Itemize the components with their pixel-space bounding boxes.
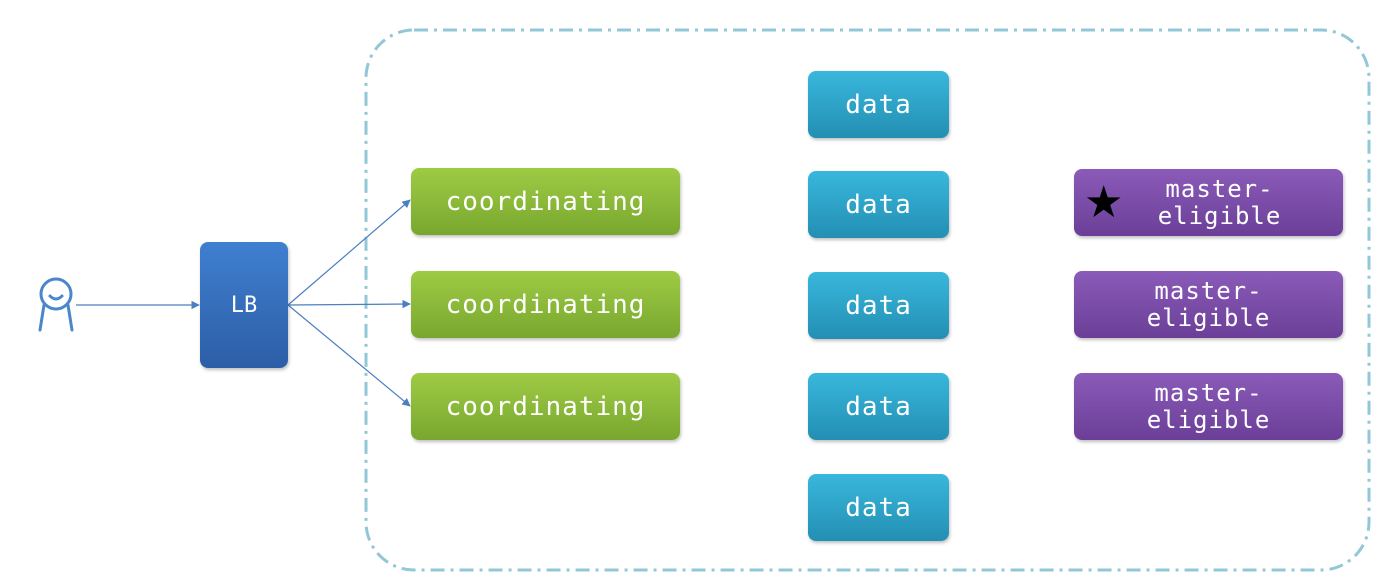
data-node-label: data (845, 290, 912, 321)
cluster-boundary (364, 28, 1371, 572)
data-node-label: data (845, 89, 912, 120)
coordinating-node-label: coordinating (445, 289, 646, 320)
user-icon (38, 277, 74, 332)
coordinating-node-2: coordinating (411, 271, 680, 338)
coordinating-node-1: coordinating (411, 168, 680, 235)
star-icon: ★ (1084, 176, 1125, 228)
coordinating-node-label: coordinating (445, 391, 646, 422)
edge-lb-to-coordinating-2 (287, 299, 411, 309)
master-eligible-node-label: master- eligible (1146, 379, 1271, 434)
data-node-5: data (808, 474, 949, 541)
master-eligible-node-1: ★ master- eligible (1074, 169, 1343, 236)
load-balancer-node: LB (200, 242, 288, 368)
master-eligible-node-label: master- eligible (1146, 277, 1271, 332)
coordinating-node-3: coordinating (411, 373, 680, 440)
data-node-4: data (808, 373, 949, 440)
edge-lb-to-coordinating-3 (287, 304, 411, 407)
data-node-label: data (845, 189, 912, 220)
data-node-3: data (808, 272, 949, 339)
data-node-label: data (845, 391, 912, 422)
data-node-1: data (808, 71, 949, 138)
edge-lb-to-coordinating-1 (287, 199, 411, 306)
data-node-2: data (808, 171, 949, 238)
master-eligible-node-3: master- eligible (1074, 373, 1343, 440)
coordinating-node-label: coordinating (445, 186, 646, 217)
master-eligible-node-label: master- eligible (1157, 175, 1282, 230)
load-balancer-label: LB (230, 292, 258, 318)
data-node-label: data (845, 492, 912, 523)
master-eligible-node-2: master- eligible (1074, 271, 1343, 338)
